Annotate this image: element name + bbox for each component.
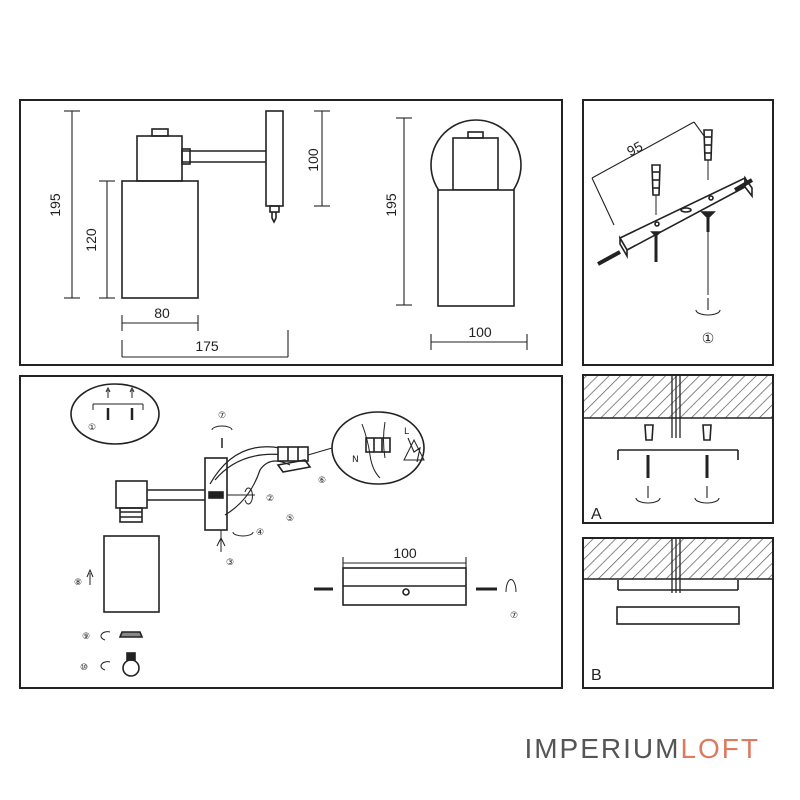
dim-bracket-spacing: 95	[624, 138, 645, 160]
step-5: ⑤	[286, 514, 294, 524]
wire-neutral-label: N	[352, 455, 359, 465]
dim-backplate-width: 100	[393, 545, 417, 561]
step-1-bracket: ①	[702, 330, 715, 346]
panel-a-label: A	[591, 506, 602, 523]
dim-backplate-height: 100	[305, 148, 321, 172]
wire-live-label: L	[404, 427, 409, 437]
step-8: ⑧	[74, 578, 82, 588]
dim-side-width: 100	[468, 324, 492, 340]
step-2: ②	[266, 494, 274, 504]
step-7-side: ⑦	[510, 611, 518, 621]
panel-b	[582, 537, 774, 689]
panel-assembly	[19, 375, 563, 689]
brand-logo: IMPERIUMLOFT	[524, 733, 760, 765]
step-6: ⑥	[318, 476, 326, 486]
step-10: ⑩	[80, 663, 88, 673]
brand-part-imperium: IMPERIUM	[524, 733, 681, 764]
dim-height-total: 195	[47, 193, 63, 217]
dim-side-height: 195	[383, 193, 399, 217]
panel-front-dimensions	[19, 99, 563, 366]
side-view	[396, 117, 528, 350]
step-9: ⑨	[82, 632, 90, 642]
panel-bracket	[582, 99, 774, 366]
step-4: ④	[256, 528, 264, 538]
step-3: ③	[226, 558, 234, 568]
dim-shade-width: 80	[154, 305, 170, 321]
panel-b-label: B	[591, 667, 602, 684]
step-1-assembly: ①	[88, 423, 96, 433]
dimension-lines-front	[64, 110, 330, 358]
dim-depth: 175	[195, 338, 219, 354]
assembly-step-numbers: ① ② ③ ④ ⑤ ⑥ ⑦ ⑦ ⑧ ⑨ ⑩ N L	[74, 411, 518, 673]
dim-height-shade: 120	[83, 228, 99, 252]
panel-a	[582, 374, 774, 524]
brand-part-loft: LOFT	[680, 733, 760, 764]
step-7-top: ⑦	[218, 411, 226, 421]
